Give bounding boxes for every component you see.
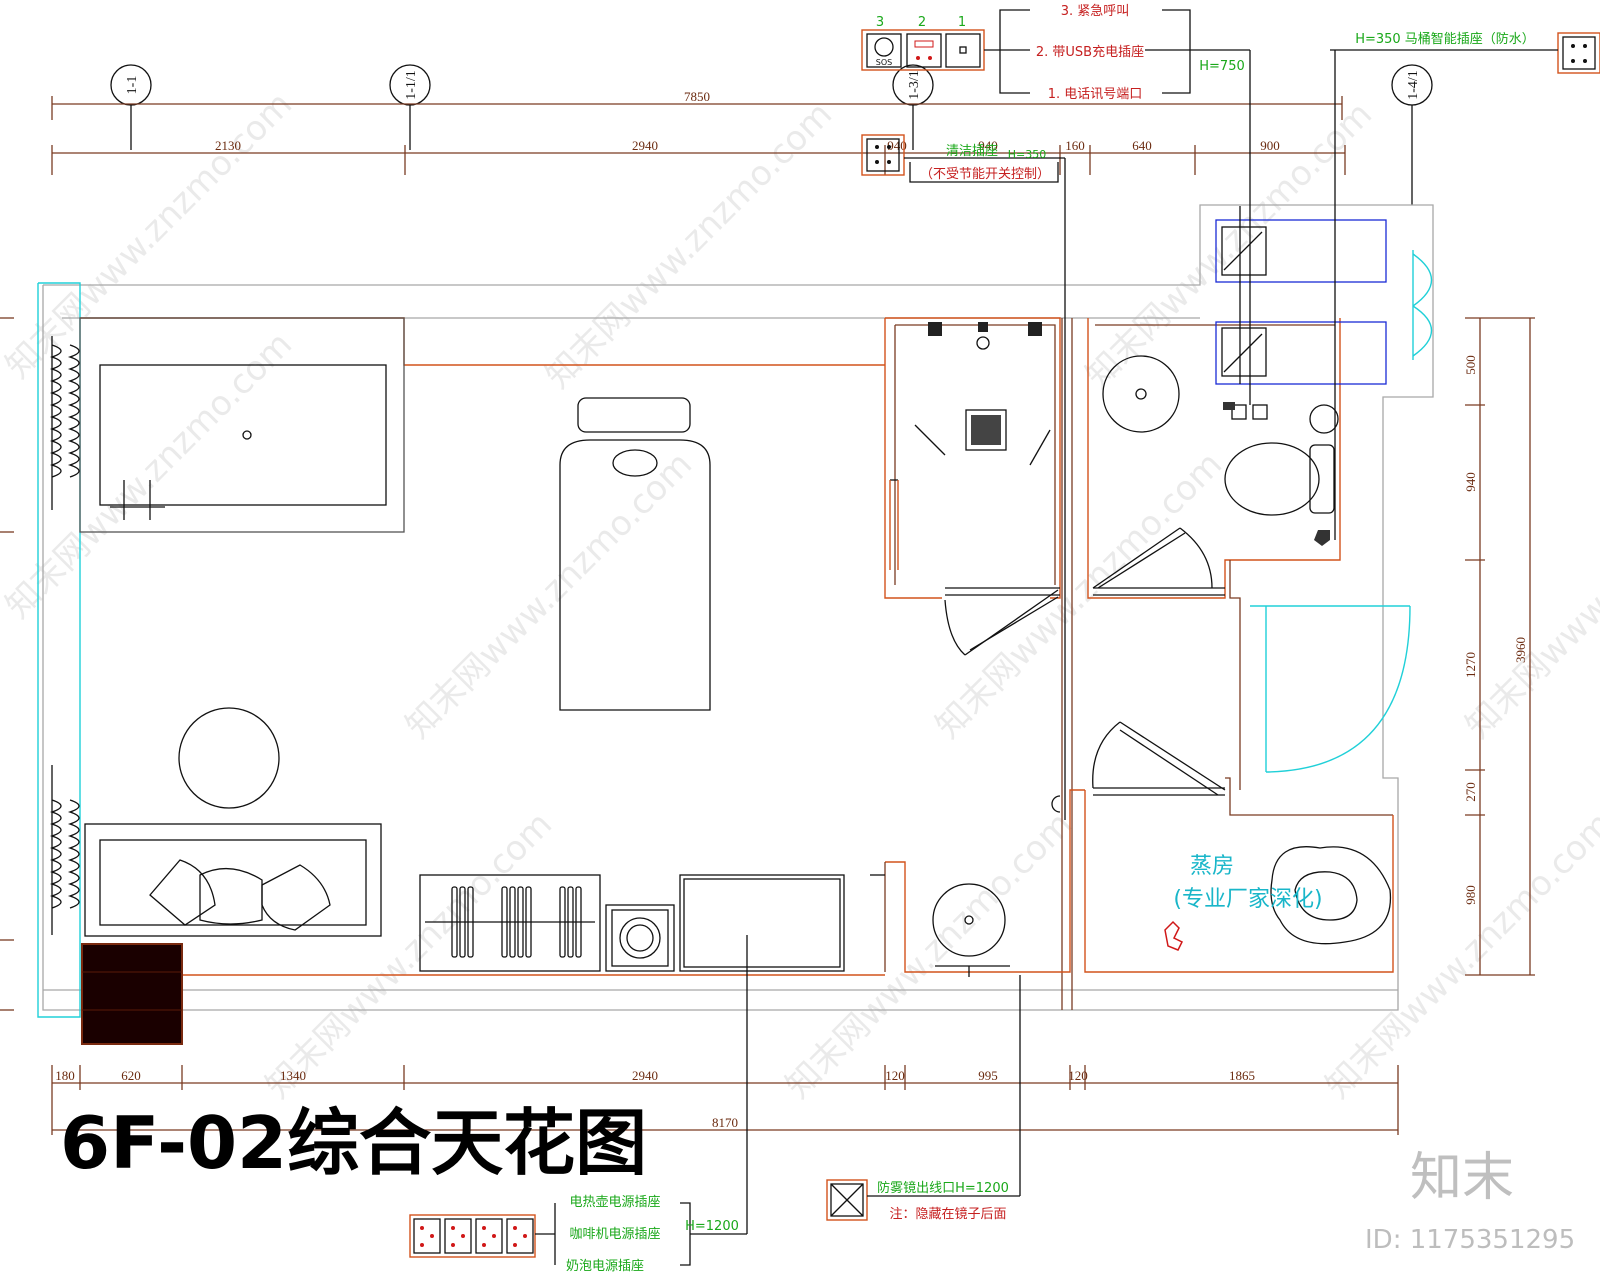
dim-bottom-segment: 1865 (1229, 1068, 1255, 1083)
watermark-text: 知末网www.znzmo.com (1318, 804, 1600, 1106)
wardrobe (1215, 206, 1432, 385)
kitchen-socket-kettle: 电热壶电源插座 (569, 1195, 660, 1210)
watermark-diagonal: 知末网www.znzmo.com 知末网www.znzmo.com 知末网www… (0, 84, 1600, 1106)
dim-top-segment: 900 (1260, 138, 1280, 153)
sos-label: SOS (876, 58, 892, 67)
dim-bottom-segment: 1340 (280, 1068, 306, 1083)
dim-top-overall: 7850 (684, 89, 710, 104)
watermark-id: ID: 1175351295 (1365, 1225, 1575, 1255)
radiator-upper (49, 336, 80, 510)
dim-top-segment: 940 (978, 138, 998, 153)
kitchen-sockets (409, 935, 748, 1266)
grid-label: 1-1/1 (404, 70, 419, 100)
bathtub (99, 364, 387, 520)
dim-bottom-segment: 995 (978, 1068, 998, 1083)
outlet-legend-top (861, 9, 1251, 405)
grid-axes: 1-1 1-1/1 1-3/1 1-4/1 (110, 64, 1433, 205)
dim-bottom-segment: 620 (121, 1068, 141, 1083)
cleaning-socket-label: 清洁插座 (946, 144, 998, 159)
drawing-title: 6F-02综合天花图 (60, 1101, 647, 1185)
left-ticks (0, 317, 14, 1011)
toilet-socket (1330, 32, 1600, 540)
kitchen-socket-coffee: 咖啡机电源插座 (569, 1227, 660, 1242)
legend-number: 3 (876, 15, 884, 30)
mirror-outlet-note: 注：隐藏在镜子后面 (889, 1207, 1006, 1222)
watermark-text: 知末网www.znzmo.com (398, 444, 700, 746)
cleaning-socket (861, 134, 1066, 820)
dim-bottom-segment: 2940 (632, 1068, 658, 1083)
sauna (1164, 846, 1392, 951)
vanity-basin (932, 883, 1010, 977)
dim-bottom-segment: 180 (55, 1068, 75, 1083)
entry-door (1250, 605, 1411, 773)
dark-cabinet (81, 943, 183, 1045)
outlet-item-phone: 1. 电话讯号端口 (1048, 87, 1143, 102)
dim-right-segment: 270 (1463, 782, 1478, 802)
outlet-item-emergency: 3. 紧急呼叫 (1061, 4, 1130, 19)
dim-top-segment: 640 (1132, 138, 1152, 153)
cleaning-socket-height: H=350 (1008, 148, 1046, 161)
dim-right-segment: 980 (1463, 885, 1478, 905)
top-dimension-lines (51, 96, 1346, 175)
hanging-wardrobe (419, 874, 845, 972)
massage-bed (559, 397, 711, 711)
legend-number: 1 (958, 15, 966, 30)
right-dimension-lines (1465, 317, 1535, 976)
grid-label: 1-3/1 (907, 70, 922, 100)
grid-label: 1-1 (125, 76, 140, 95)
walls (37, 204, 1434, 1018)
bottom-dimension-lines (51, 1065, 1399, 1135)
legend-number: 2 (918, 15, 926, 30)
grid-label: 1-4/1 (1406, 70, 1421, 100)
outlet-item-usb: 2. 带USB充电插座 (1036, 44, 1144, 60)
round-table (178, 707, 280, 809)
dim-bottom-overall: 8170 (712, 1115, 738, 1130)
sofa (84, 823, 382, 937)
dim-right-segment: 1270 (1463, 652, 1478, 678)
watermark-text: 知末网www.znzmo.com (778, 804, 1080, 1106)
cleaning-socket-note: （不受节能开关控制） (920, 167, 1050, 182)
watermark-text: 知末网www.znzmo.com (538, 94, 840, 396)
dim-bottom-segment: 120 (1068, 1068, 1088, 1083)
radiator-lower (49, 765, 80, 935)
mirror-outlet (826, 975, 1021, 1221)
dim-right-segment: 500 (1463, 355, 1478, 375)
room-label-sauna: 蒸房 (1190, 854, 1234, 879)
bathroom-door (1051, 721, 1226, 813)
outlet-height: H=750 (1199, 59, 1244, 74)
dim-right-segment: 940 (1463, 472, 1478, 492)
toilet-room (1092, 355, 1339, 596)
dim-bottom-segment: 120 (885, 1068, 905, 1083)
watermark-logo: 知末 (1410, 1148, 1514, 1208)
shower (889, 322, 1060, 656)
mirror-outlet-label: 防雾镜出线口H=1200 (877, 1180, 1009, 1196)
dim-top-segment: 2130 (215, 138, 241, 153)
toilet-socket-label: H=350 马桶智能插座（防水） (1355, 31, 1535, 47)
dim-top-segment: 2940 (632, 138, 658, 153)
watermark-text: 知末网www.znzmo.com (0, 324, 300, 626)
dim-right-overall: 3960 (1513, 637, 1528, 663)
dim-top-segment: 940 (887, 138, 907, 153)
dim-top-segment: 160 (1065, 138, 1085, 153)
kitchen-socket-height: H=1200 (685, 1219, 739, 1234)
room-note-sauna: (专业厂家深化) (1173, 887, 1322, 912)
kitchen-socket-milk: 奶泡电源插座 (566, 1259, 644, 1274)
